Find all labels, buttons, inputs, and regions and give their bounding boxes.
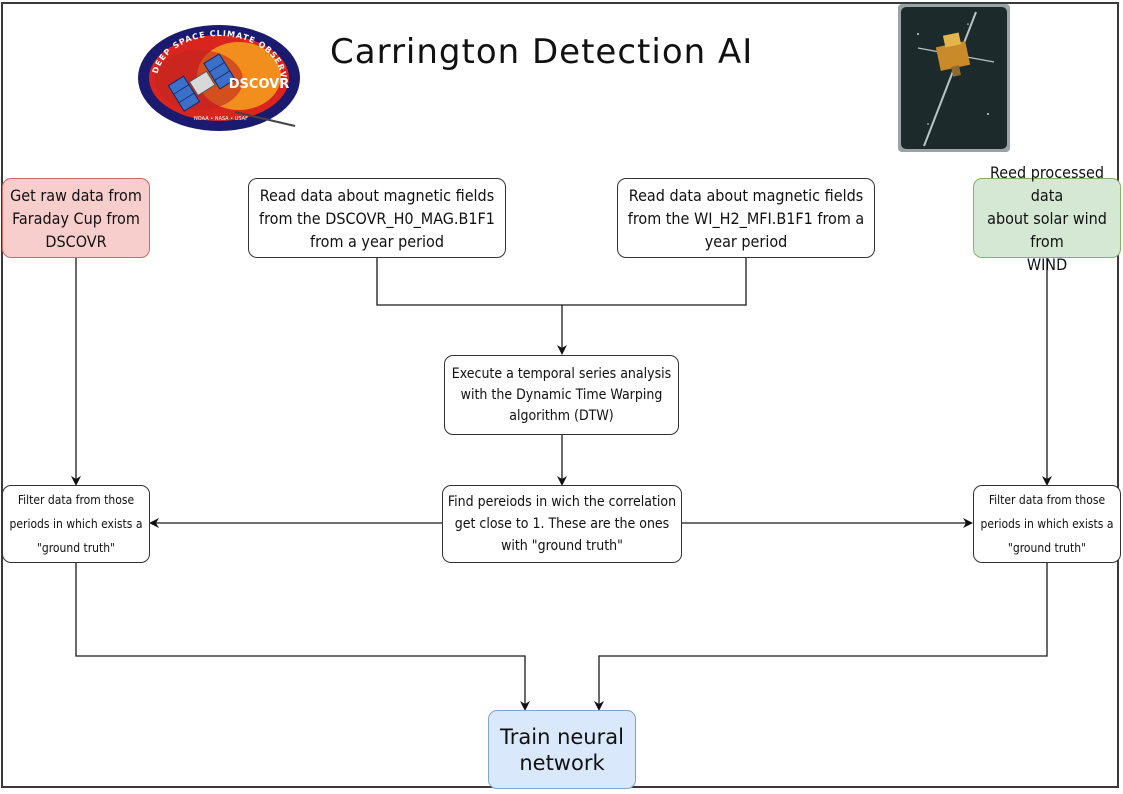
node-faraday-cup: Get raw data from Faraday Cup from DSCOV… xyxy=(2,178,150,258)
node-text: Read data about magnetic fields xyxy=(259,185,495,205)
node-text: Filter data from those xyxy=(988,493,1106,507)
node-text: "ground truth" xyxy=(36,541,116,555)
node-text: DSCOVR xyxy=(45,231,107,251)
node-text: Execute a temporal series analysis xyxy=(451,365,672,382)
node-text: Read data about magnetic fields xyxy=(628,185,864,205)
node-text: periods in which exists a xyxy=(9,517,143,531)
node-dscovr-mag: Read data about magnetic fields from the… xyxy=(248,178,506,258)
node-filter-right: Filter data from those periods in which … xyxy=(973,485,1121,563)
node-text: Reed processed data xyxy=(990,162,1104,205)
node-text: Filter data from those xyxy=(17,493,135,507)
edge-filter-left-to-train xyxy=(75,563,530,711)
node-text: with "ground truth" xyxy=(501,538,623,554)
node-find-periods: Find pereiods in wich the correlation ge… xyxy=(442,485,682,563)
edge-wind-mfi-merge xyxy=(562,258,747,306)
dscovr-footer-text: NOAA • NASA • USAF xyxy=(194,116,248,122)
dscovr-logo: DEEP SPACE CLIMATE OBSERVATORY DSCOVR NO… xyxy=(135,22,300,131)
dscovr-center-text: DSCOVR xyxy=(229,77,289,92)
node-text: from a year period xyxy=(310,231,444,251)
node-text: about solar wind from xyxy=(987,208,1107,251)
node-text: Faraday Cup from xyxy=(12,208,140,228)
wind-spacecraft-image xyxy=(898,4,1010,152)
node-wind-mfi: Read data about magnetic fields from the… xyxy=(617,178,875,258)
edge-dscovr-mag-merge xyxy=(376,258,562,306)
node-text: Find pereiods in wich the correlation xyxy=(447,494,677,510)
node-text: from the DSCOVR_H0_MAG.B1F1 xyxy=(259,208,495,228)
node-text: Train neural xyxy=(500,724,624,749)
node-text: with the Dynamic Time Warping xyxy=(460,386,663,403)
node-dtw-analysis: Execute a temporal series analysis with … xyxy=(444,355,679,435)
node-filter-left: Filter data from those periods in which … xyxy=(2,485,150,563)
node-text: periods in which exists a xyxy=(980,517,1114,531)
node-text: algorithm (DTW) xyxy=(509,407,614,424)
diagram-title: Carrington Detection AI xyxy=(330,32,754,72)
node-text: year period xyxy=(704,231,788,251)
node-text: WIND xyxy=(1026,254,1068,274)
node-text: from the WI_H2_MFI.B1F1 from a xyxy=(627,208,865,228)
node-train-network: Train neural network xyxy=(488,710,636,789)
node-text: network xyxy=(519,750,605,775)
node-text: Get raw data from xyxy=(10,185,142,205)
node-wind-processed: Reed processed data about solar wind fro… xyxy=(973,163,1121,274)
edge-filter-right-to-train xyxy=(594,563,1048,711)
node-text: "ground truth" xyxy=(1007,541,1087,555)
node-text: get close to 1. These are the ones xyxy=(454,516,670,532)
